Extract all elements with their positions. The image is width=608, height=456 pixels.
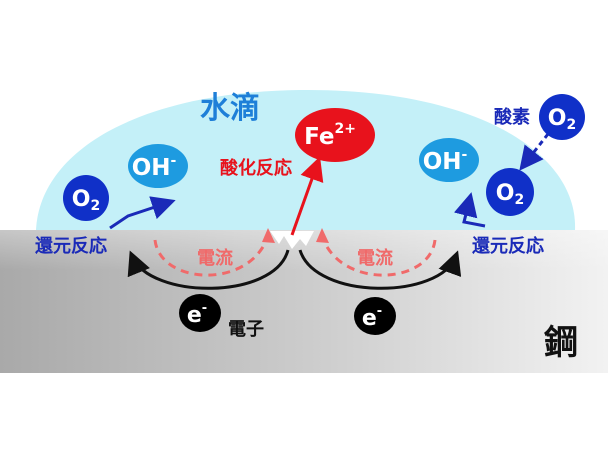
svg-text:Fe2+: Fe2+ [304, 121, 356, 150]
current-arrowhead-left [262, 228, 275, 243]
oxidation-arrow [290, 156, 324, 236]
reduction-arrow-left [109, 196, 176, 230]
o2-molecule-left: O2 [63, 175, 109, 221]
svg-text:OH-: OH- [423, 147, 468, 175]
oxygen-dissolve-arrow [519, 133, 550, 171]
surface-crack [270, 231, 314, 249]
electron-label: 電子 [228, 319, 264, 340]
svg-text:O2: O2 [548, 106, 576, 133]
steel-label: 鋼 [544, 323, 578, 363]
current-label-right: 電流 [357, 247, 393, 269]
o2-molecule-right: O2 [486, 168, 534, 216]
svg-text:O2: O2 [72, 187, 100, 214]
current-arrowhead-right [316, 228, 329, 243]
reduction-reaction-label-left: 還元反応 [35, 235, 107, 257]
reduction-reaction-label-right: 還元反応 [472, 235, 544, 257]
current-arc-left [153, 235, 270, 277]
electron-arrow-right [298, 249, 462, 290]
electron-right: e- [354, 297, 396, 335]
electron-arrow-left [127, 249, 290, 290]
svg-text:e-: e- [187, 301, 207, 328]
current-arc-right [320, 235, 437, 277]
oxidation-reaction-label: 酸化反応 [220, 157, 292, 179]
current-label-left: 電流 [197, 247, 233, 269]
electron-left: e- [179, 294, 221, 332]
oxygen-label: 酸素 [494, 106, 530, 128]
iron-ion: Fe2+ [295, 108, 375, 162]
hydroxide-ion-left: OH- [128, 144, 188, 188]
svg-text:O2: O2 [496, 181, 524, 208]
svg-text:e-: e- [362, 304, 382, 331]
o2-molecule-air: O2 [539, 94, 585, 140]
reduction-arrow-right [453, 192, 486, 228]
hydroxide-ion-right: OH- [419, 138, 479, 182]
svg-text:OH-: OH- [132, 153, 177, 181]
water-droplet-label: 水滴 [200, 91, 260, 126]
